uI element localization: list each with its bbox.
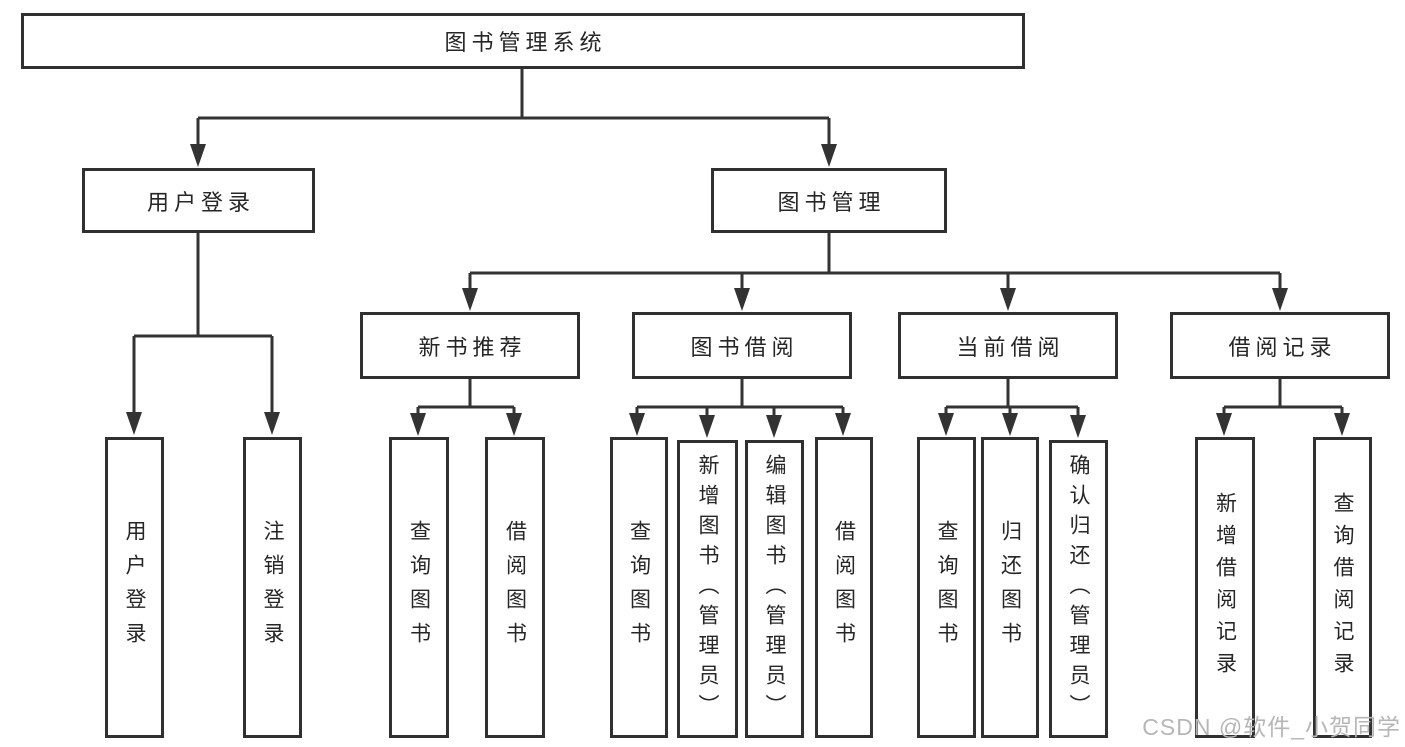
node-query-books-1: 查询图书: [389, 437, 449, 738]
node-new-book-recommend-label: 新书推荐: [418, 334, 527, 360]
node-book-management: 图书管理: [711, 168, 947, 233]
node-borrow-books-1: 借阅图书: [485, 437, 545, 738]
node-user-login: 用户登录: [82, 168, 315, 233]
node-borrow-books-1-label: 借阅图书: [503, 519, 527, 656]
node-query-books-3: 查询图书: [917, 437, 976, 738]
csdn-watermark: CSDN @软件_小贺同学: [1142, 714, 1401, 740]
node-user-login-label: 用户登录: [146, 189, 255, 215]
node-root-label: 图书管理系统: [444, 30, 607, 55]
node-book-borrowing-label: 图书借阅: [690, 334, 799, 360]
node-query-books-2: 查询图书: [610, 437, 668, 738]
node-add-borrow-record: 新增借阅记录: [1195, 437, 1255, 738]
node-query-books-1-label: 查询图书: [407, 519, 431, 656]
node-book-management-label: 图书管理: [777, 189, 886, 215]
node-query-borrow-record: 查询借阅记录: [1313, 437, 1372, 738]
node-query-books-3-label: 查询图书: [935, 519, 958, 656]
node-book-borrowing: 图书借阅: [632, 312, 852, 379]
node-confirm-return-admin: 确认归还（管理员）: [1049, 440, 1108, 738]
node-borrow-books-2-label: 借阅图书: [832, 519, 856, 656]
node-query-books-2-label: 查询图书: [627, 519, 651, 656]
node-logout-leaf-label: 注销登录: [261, 519, 284, 656]
node-borrowing-records: 借阅记录: [1170, 312, 1390, 379]
node-borrowing-records-label: 借阅记录: [1228, 334, 1337, 360]
node-current-borrowing-label: 当前借阅: [956, 334, 1065, 360]
node-user-login-leaf: 用户登录: [105, 437, 164, 738]
node-edit-books-admin: 编辑图书（管理员）: [745, 440, 804, 738]
node-current-borrowing: 当前借阅: [898, 312, 1118, 379]
node-add-books-admin: 新增图书（管理员）: [677, 440, 738, 738]
node-logout-leaf: 注销登录: [243, 437, 302, 738]
node-user-login-leaf-label: 用户登录: [123, 519, 146, 656]
node-add-borrow-record-label: 新增借阅记录: [1213, 491, 1237, 684]
node-return-books-label: 归还图书: [998, 519, 1022, 656]
node-edit-books-admin-label: 编辑图书（管理员）: [763, 454, 786, 724]
node-borrow-books-2: 借阅图书: [815, 437, 873, 738]
node-return-books: 归还图书: [981, 437, 1039, 738]
node-new-book-recommend: 新书推荐: [360, 312, 580, 379]
node-confirm-return-admin-label: 确认归还（管理员）: [1067, 454, 1090, 724]
node-root: 图书管理系统: [21, 13, 1025, 69]
node-add-books-admin-label: 新增图书（管理员）: [696, 454, 719, 724]
node-query-borrow-record-label: 查询借阅记录: [1331, 491, 1354, 684]
